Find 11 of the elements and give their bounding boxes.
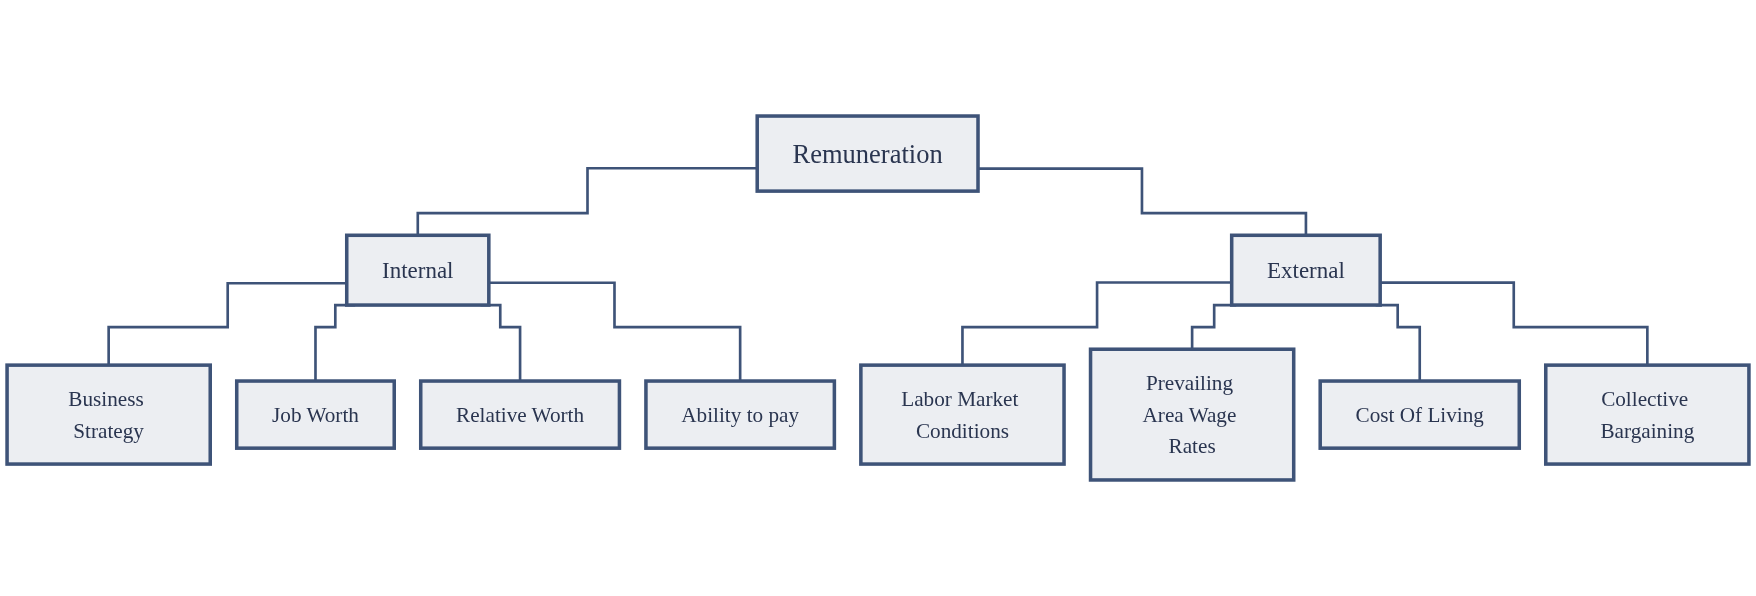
node-box: Internal <box>344 233 491 307</box>
node-box: Prevailing Area Wage Rates <box>1088 347 1296 482</box>
node-box: Ability to pay <box>644 379 837 450</box>
node-box: Remuneration <box>755 114 980 193</box>
node-box: External <box>1229 233 1382 307</box>
node-box: Job Worth <box>234 379 396 450</box>
node-box: Labor Market Conditions <box>859 363 1066 466</box>
node-box: Relative Worth <box>418 379 622 450</box>
node-box: Collective Bargaining <box>1544 363 1751 466</box>
node-box: Business Strategy <box>5 363 212 466</box>
node-box: Cost Of Living <box>1318 379 1522 450</box>
